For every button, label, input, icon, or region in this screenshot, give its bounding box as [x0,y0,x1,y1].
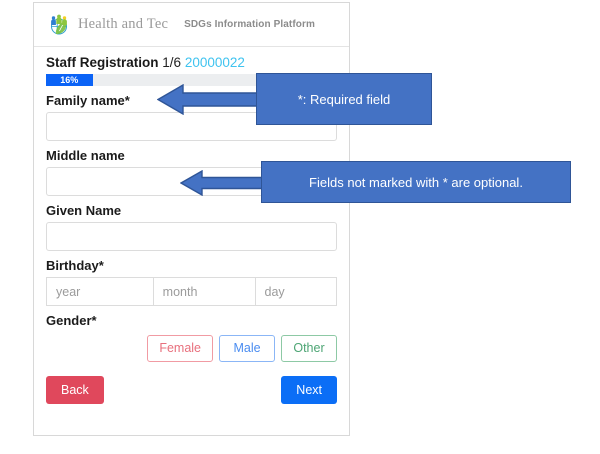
back-button[interactable]: Back [46,376,104,404]
next-button[interactable]: Next [281,376,337,404]
gender-option-male[interactable]: Male [219,335,275,362]
birthday-label: Birthday* [46,258,104,273]
birthday-day-input[interactable] [255,277,337,306]
form-navigation: Back Next [46,376,337,404]
platform-name: SDGs Information Platform [184,19,315,30]
app-header: Health and Tec SDGs Information Platform [34,3,349,47]
gender-option-group: Female Male Other [46,335,337,362]
annotation-callout-optional-fields: Fields not marked with * are optional. [261,161,571,203]
birthday-month-input[interactable] [153,277,256,306]
page-title-text: Staff Registration [46,55,159,70]
family-name-label: Family name* [46,93,130,108]
middle-name-label: Middle name [46,148,125,163]
birthday-year-input[interactable] [46,277,154,306]
gender-option-female[interactable]: Female [147,335,213,362]
given-name-input[interactable] [46,222,337,251]
gender-option-other[interactable]: Other [281,335,337,362]
progress-bar-fill: 16% [46,74,93,86]
annotation-arrow-optional-fields [180,170,266,196]
globe-people-logo-icon [47,13,71,37]
given-name-label: Given Name [46,203,122,218]
registration-form: Staff Registration 1/6 20000022 16% Fami… [34,47,349,404]
brand-name: Health and Tec [78,16,169,32]
annotation-callout-required-field: *: Required field [256,73,432,125]
page-title: Staff Registration 1/6 20000022 [46,54,337,71]
gender-label: Gender* [46,313,97,328]
registration-card: Health and Tec SDGs Information Platform… [33,2,350,436]
staff-id: 20000022 [184,55,245,70]
annotation-arrow-required-field [157,84,261,115]
step-indicator: 1/6 [162,55,182,70]
birthday-input-group [46,277,337,306]
